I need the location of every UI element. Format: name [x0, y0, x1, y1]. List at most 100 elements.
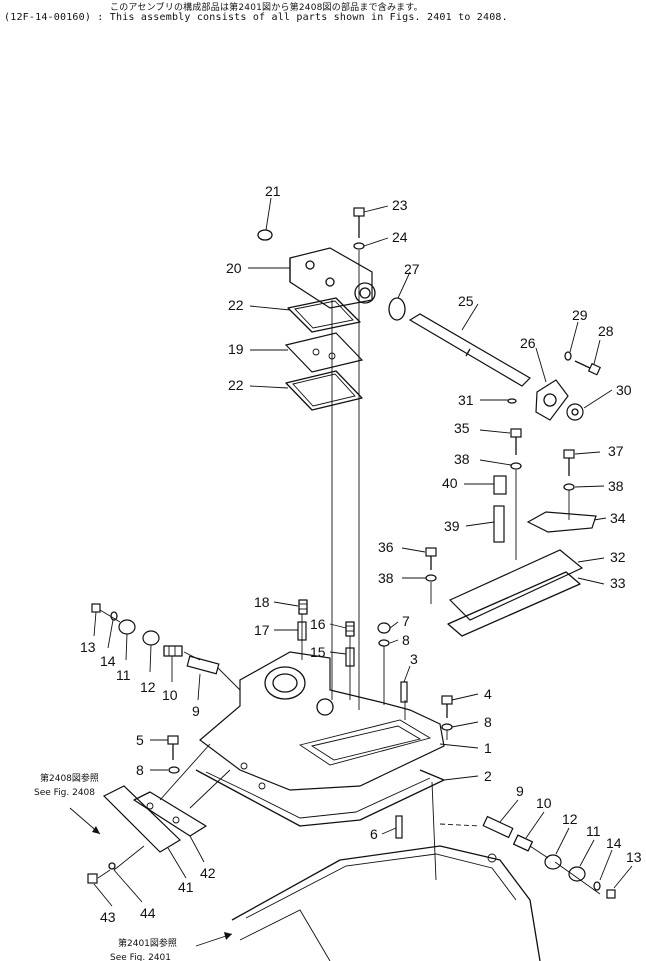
callout-8a: 8: [402, 632, 410, 648]
callout-5: 5: [136, 732, 144, 748]
callout-27: 27: [404, 261, 420, 277]
callout-42: 42: [200, 865, 216, 881]
callout-7: 7: [402, 613, 410, 629]
callout-16: 16: [310, 616, 326, 632]
callout-38c: 38: [378, 570, 394, 586]
gasket-42: [133, 791, 207, 837]
valve-9-right: [482, 815, 514, 839]
callout-32: 32: [610, 549, 626, 565]
callout-11a: 11: [116, 667, 131, 683]
callout-34: 34: [610, 510, 626, 526]
cap-11-left: [118, 619, 136, 635]
stud-3: [400, 681, 408, 703]
spring-10-right: [512, 834, 534, 852]
gasket-22-lower: [285, 370, 363, 411]
callout-29: 29: [572, 307, 588, 323]
washer-14-right: [593, 881, 601, 891]
bolt-5: [167, 735, 179, 760]
nut-7: [377, 622, 391, 634]
callout-22b: 22: [228, 377, 244, 393]
lever-34: [526, 511, 597, 533]
callout-26: 26: [520, 335, 536, 351]
gasket-22-upper: [287, 297, 361, 333]
callout-24: 24: [392, 229, 408, 245]
bolt-43: [87, 873, 98, 884]
callout-38b: 38: [608, 478, 624, 494]
bolt-28: [574, 360, 602, 376]
callout-33: 33: [610, 575, 626, 591]
callout-leaders: [93, 197, 633, 907]
part-shapes: [87, 207, 616, 961]
washer-29: [564, 351, 572, 361]
reference-arrows: [69, 807, 233, 947]
gasket-33: [447, 571, 581, 637]
gasket-2: [195, 769, 445, 827]
stud-6: [395, 815, 403, 839]
callout-22a: 22: [228, 297, 244, 313]
transmission-case: [231, 845, 541, 961]
reference-notes: 第2408図参照 See Fig. 2408 第2401図参照 See Fig.…: [34, 772, 177, 961]
flange-26: [535, 379, 569, 421]
bolt-23: [353, 207, 365, 238]
shaft-25: [408, 313, 531, 387]
ref-fig2401-en: See Fig. 2401: [110, 953, 171, 961]
o-ring-27: [388, 297, 406, 321]
callout-21: 21: [265, 183, 281, 199]
bolt-4: [441, 695, 453, 718]
cap-11-right: [568, 866, 586, 882]
cover-32: [448, 549, 584, 621]
callout-9a: 9: [192, 703, 200, 719]
housing-1: [199, 651, 445, 791]
callout-35: 35: [454, 420, 470, 436]
washer-38-c: [425, 574, 437, 582]
callout-43: 43: [100, 909, 116, 925]
callout-20: 20: [226, 260, 242, 276]
callout-12b: 12: [562, 811, 578, 827]
ref-fig2401-jp: 第2401図参照: [118, 937, 177, 949]
callout-28: 28: [598, 323, 614, 339]
callout-6: 6: [370, 826, 378, 842]
callout-1: 1: [484, 740, 492, 756]
valve-body-20: [289, 247, 376, 309]
callout-8b: 8: [484, 714, 492, 730]
callout-2: 2: [484, 768, 492, 784]
callout-39: 39: [444, 518, 460, 534]
callout-40: 40: [442, 475, 458, 491]
assembly-lines: [97, 250, 601, 895]
ref-fig2408-jp: 第2408図参照: [40, 772, 99, 784]
callout-13b: 13: [626, 849, 642, 865]
bolt-13-right: [606, 889, 616, 899]
washer-14-left: [110, 611, 118, 621]
callout-44: 44: [140, 905, 156, 921]
callout-14b: 14: [606, 835, 622, 851]
washer-8-a: [378, 639, 390, 647]
callout-25: 25: [458, 293, 474, 309]
callout-3: 3: [410, 651, 418, 667]
valve-9-left: [186, 655, 220, 675]
washer-44: [108, 862, 116, 870]
bolt-36: [425, 547, 437, 570]
washer-38-a: [510, 462, 522, 470]
plug-12-right: [544, 854, 562, 870]
pin-31: [507, 398, 517, 404]
header-japanese: このアセンブリの構成部品は第2401図から第2408図の部品まで含みます。: [110, 3, 423, 13]
callout-17: 17: [254, 622, 270, 638]
callout-38a: 38: [454, 451, 470, 467]
rod-40: [493, 475, 507, 495]
callout-41: 41: [178, 879, 194, 895]
o-ring-21: [257, 229, 273, 241]
callout-8c: 8: [136, 762, 144, 778]
callout-11b: 11: [586, 823, 601, 839]
bolt-13-left: [91, 603, 101, 613]
plug-12-left: [142, 630, 160, 646]
callout-23: 23: [392, 197, 408, 213]
seal-30: [566, 403, 584, 421]
callout-4: 4: [484, 686, 492, 702]
spring-16: [345, 621, 355, 637]
callout-19: 19: [228, 341, 244, 357]
callout-31: 31: [458, 392, 474, 408]
spring-10-left: [163, 645, 183, 657]
callout-10b: 10: [536, 795, 552, 811]
bolt-35: [510, 428, 522, 455]
